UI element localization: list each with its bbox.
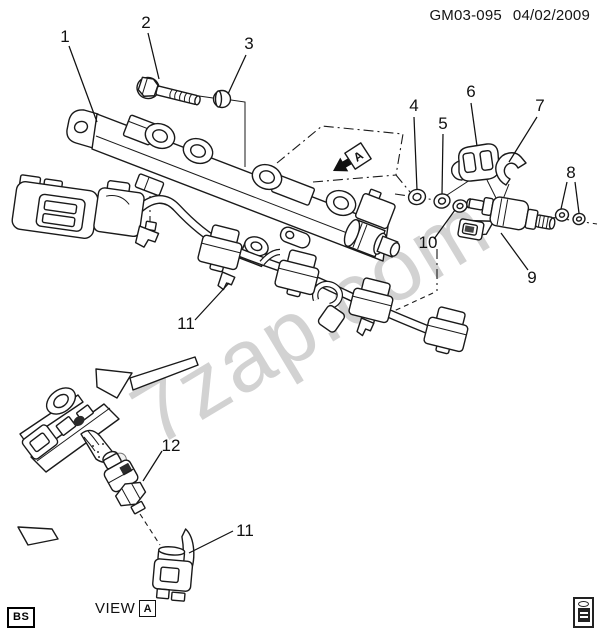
pressure-sensor xyxy=(102,450,147,515)
rail-tab xyxy=(134,173,165,197)
harness-clip xyxy=(217,271,236,291)
callout-12: 12 xyxy=(162,436,181,455)
callout-5: 5 xyxy=(438,114,447,133)
callout-11-view: 11 xyxy=(236,521,254,540)
pulse-damper xyxy=(343,219,401,258)
injector-cup xyxy=(251,163,283,191)
harness-clip xyxy=(356,317,375,337)
callout-8: 8 xyxy=(566,163,575,182)
rail-mount-tab xyxy=(279,226,311,249)
publisher-logo-icon xyxy=(573,597,594,628)
callout-3: 3 xyxy=(244,34,253,53)
injector-connector xyxy=(348,277,394,326)
drawing-date: 04/02/2009 xyxy=(512,7,590,24)
spacer-bushing xyxy=(212,89,232,109)
drawing-number: GM03-095 xyxy=(429,7,502,24)
harness-main-connector xyxy=(11,174,145,240)
view-direction-arrow: A xyxy=(333,142,372,172)
drawing-header: GM03-095 04/02/2009 xyxy=(429,7,590,24)
callout-9: 9 xyxy=(527,268,536,287)
o-ring-8b xyxy=(572,212,586,226)
callout-6: 6 xyxy=(466,82,475,101)
logo-block-icon xyxy=(577,608,590,622)
injector-connector xyxy=(274,249,320,298)
callout-labels: 1 2 3 4 5 6 7 8 9 10 11 12 11 xyxy=(60,13,575,540)
sensor-connector xyxy=(152,528,195,602)
injector-retainer-clip xyxy=(443,143,510,208)
leader-lines xyxy=(68,32,580,554)
callout-11: 11 xyxy=(177,314,195,333)
revision-badge: BS xyxy=(7,607,36,628)
view-label: VIEW A xyxy=(95,600,157,617)
callout-10: 10 xyxy=(419,233,438,252)
logo-oval-icon xyxy=(578,601,589,607)
view-letter-box: A xyxy=(139,600,157,617)
callout-7: 7 xyxy=(535,96,544,115)
fuel-injector xyxy=(457,196,556,241)
injector-connector xyxy=(197,224,243,273)
o-ring-8a xyxy=(554,208,570,222)
c-clip xyxy=(495,152,527,186)
injector-connector xyxy=(423,306,469,355)
rail-bolt xyxy=(136,76,201,106)
callout-2: 2 xyxy=(141,13,150,32)
injector-cup xyxy=(182,137,214,165)
injector-cup xyxy=(325,189,357,217)
callout-1: 1 xyxy=(60,27,69,46)
injector-cup xyxy=(144,122,176,150)
view-label-text: VIEW xyxy=(95,600,136,617)
callout-4: 4 xyxy=(409,96,418,115)
view-letter-box: A xyxy=(344,142,372,170)
view-letter: A xyxy=(143,602,153,615)
o-ring-5 xyxy=(433,193,451,209)
rail-end-bracket xyxy=(355,188,396,230)
fuel-rail xyxy=(66,109,401,268)
o-ring-4 xyxy=(407,188,427,206)
injector-wiring-harness xyxy=(11,174,469,355)
harness-clamp xyxy=(134,220,160,248)
